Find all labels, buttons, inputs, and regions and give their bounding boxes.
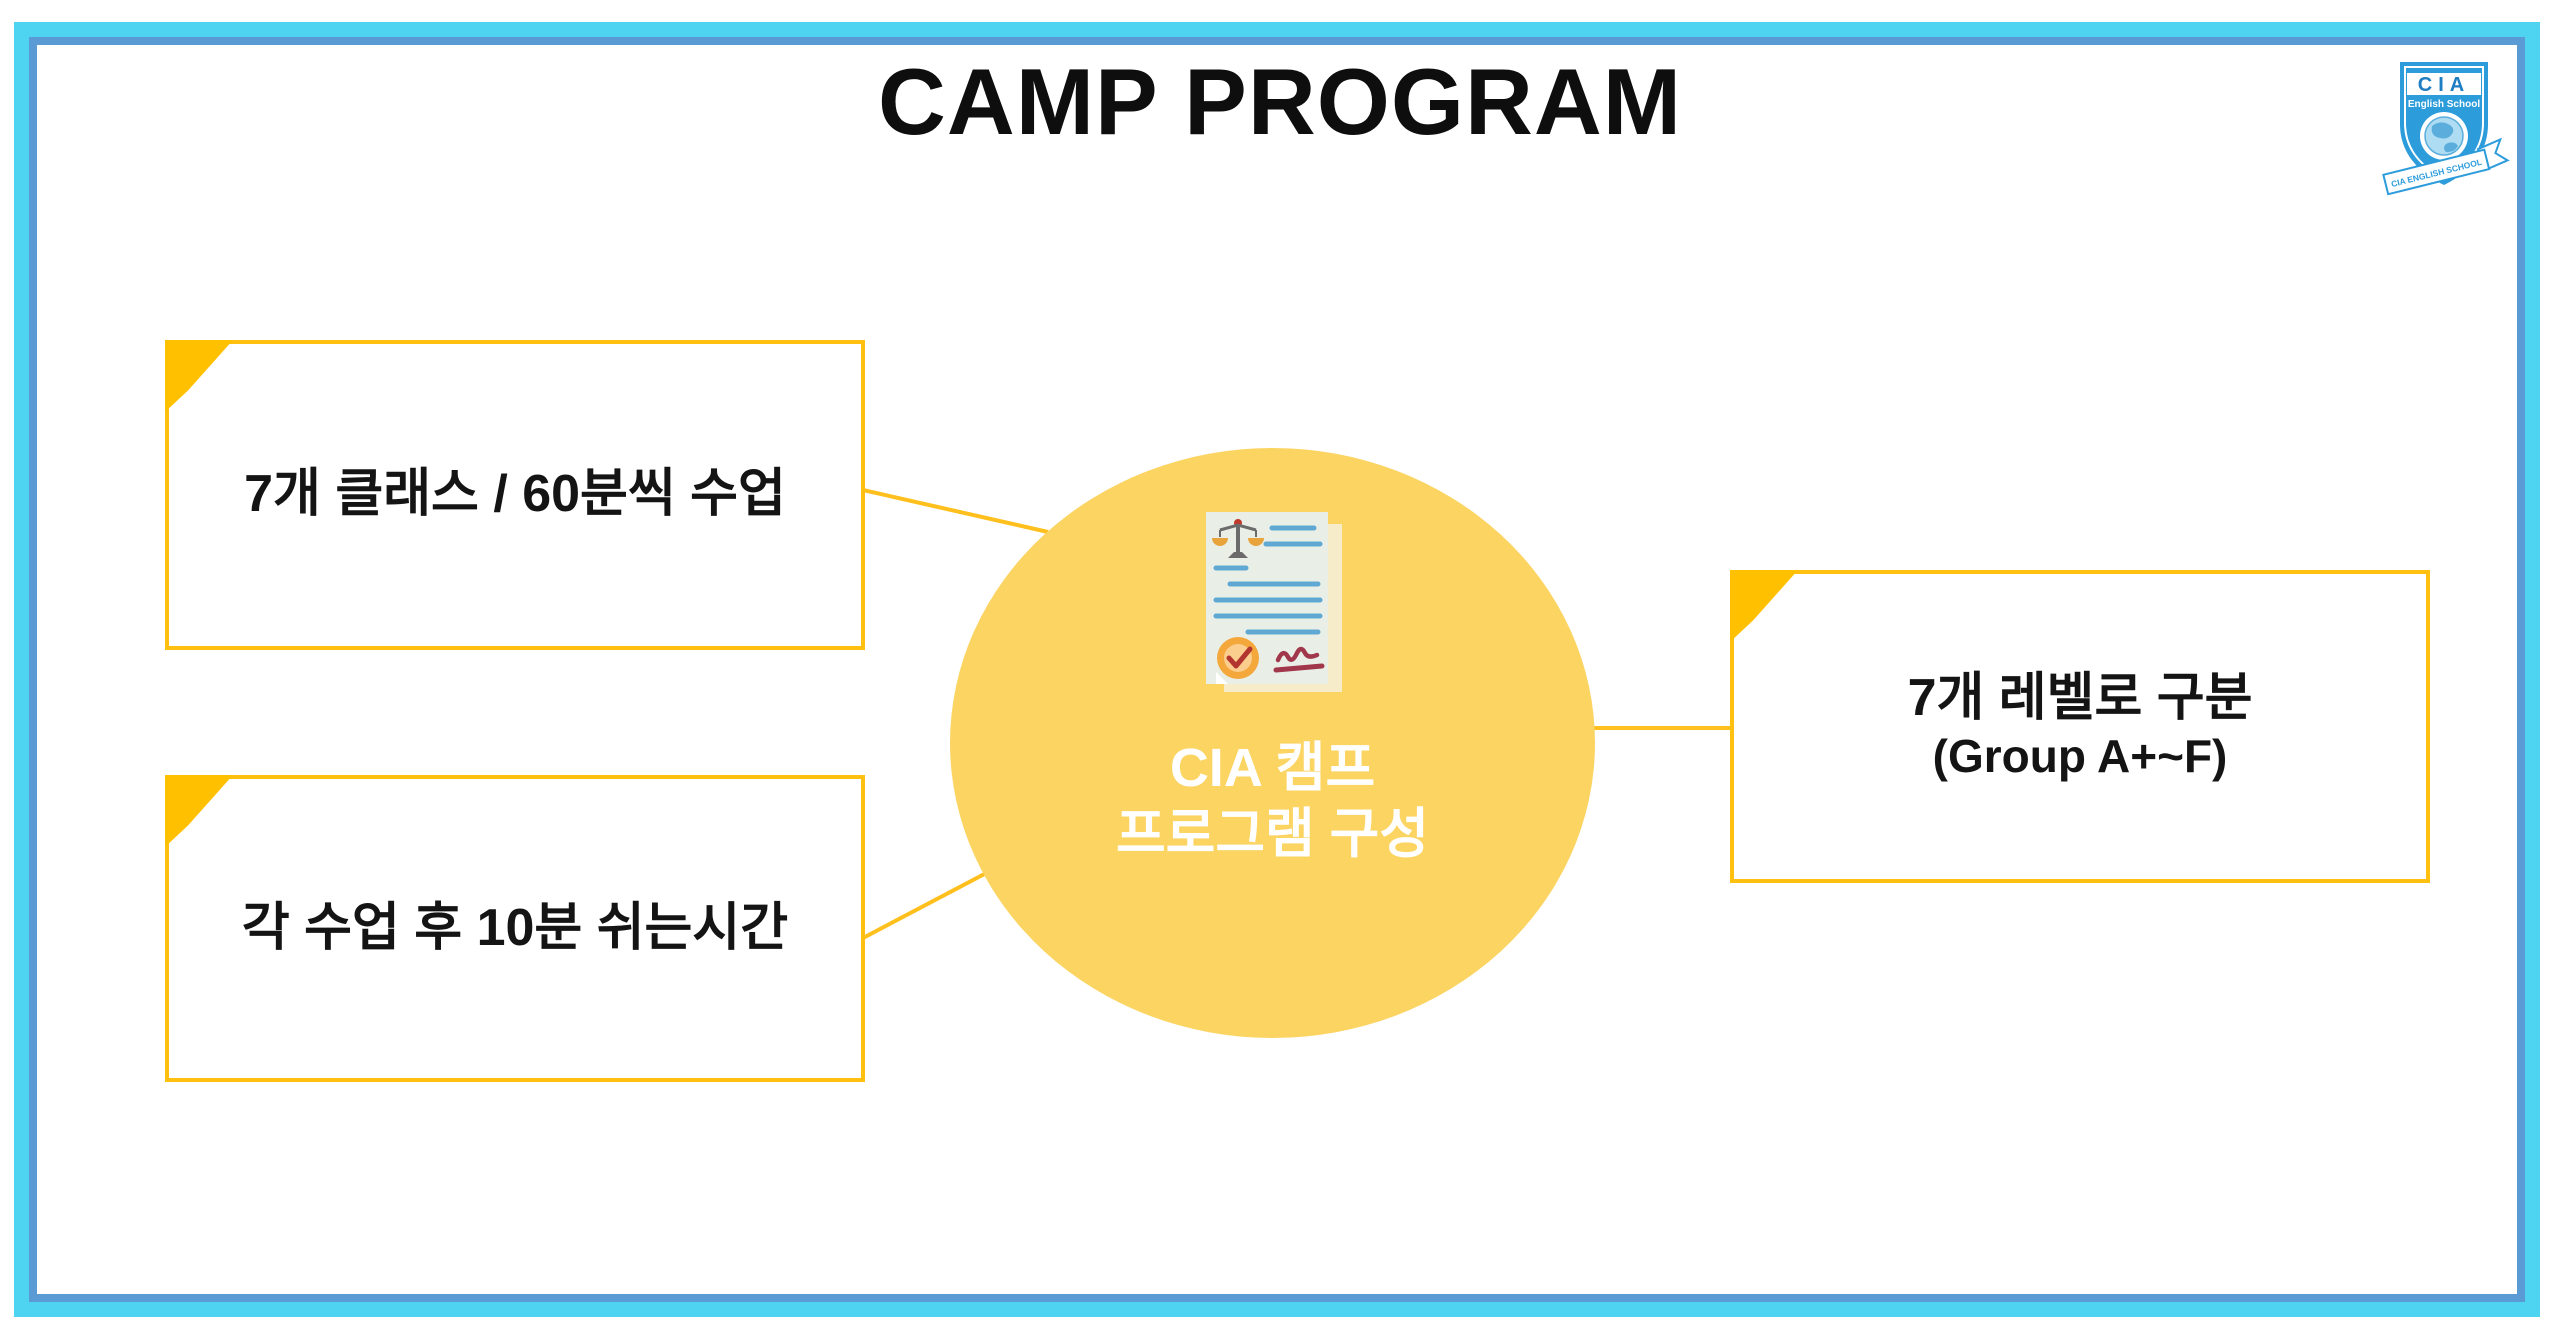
- node-levels-label-line2: (Group A+~F): [1932, 729, 2228, 782]
- node-breaks: 각 수업 후 10분 쉬는시간: [165, 775, 865, 1082]
- slide-border-outer: [14, 22, 2540, 1317]
- hub-label: CIA 캠프 프로그램 구성: [950, 735, 1595, 867]
- logo-abbr: CIA: [2418, 74, 2470, 96]
- scales-icon: [1212, 519, 1264, 558]
- school-logo: CIA English School CIA ENGLISH SCHOOL: [2382, 62, 2510, 196]
- page-title: CAMP PROGRAM: [877, 49, 1683, 154]
- folded-corner-icon: [1730, 570, 1798, 642]
- node-levels: 7개 레벨로 구분 (Group A+~F): [1730, 570, 2430, 883]
- node-levels-label-line1: 7개 레벨로 구분: [1907, 669, 2253, 727]
- slide-border-inner: [29, 37, 2525, 1302]
- folded-corner-icon: [165, 340, 233, 412]
- check-stamp-icon: [1217, 637, 1259, 679]
- logo-school-label: English School: [2408, 99, 2480, 110]
- contract-document-icon: [1206, 512, 1342, 692]
- folded-corner-icon: [165, 775, 233, 847]
- node-classes-label: 7개 클래스 / 60분씩 수업: [244, 465, 786, 524]
- node-classes: 7개 클래스 / 60분씩 수업: [165, 340, 865, 650]
- node-breaks-label: 각 수업 후 10분 쉬는시간: [241, 898, 789, 957]
- document-text-lines: [1213, 525, 1323, 635]
- signature-icon: [1273, 646, 1325, 673]
- hub-label-line2: 프로그램 구성: [1115, 804, 1430, 864]
- hub-label-line1: CIA 캠프: [1169, 738, 1376, 798]
